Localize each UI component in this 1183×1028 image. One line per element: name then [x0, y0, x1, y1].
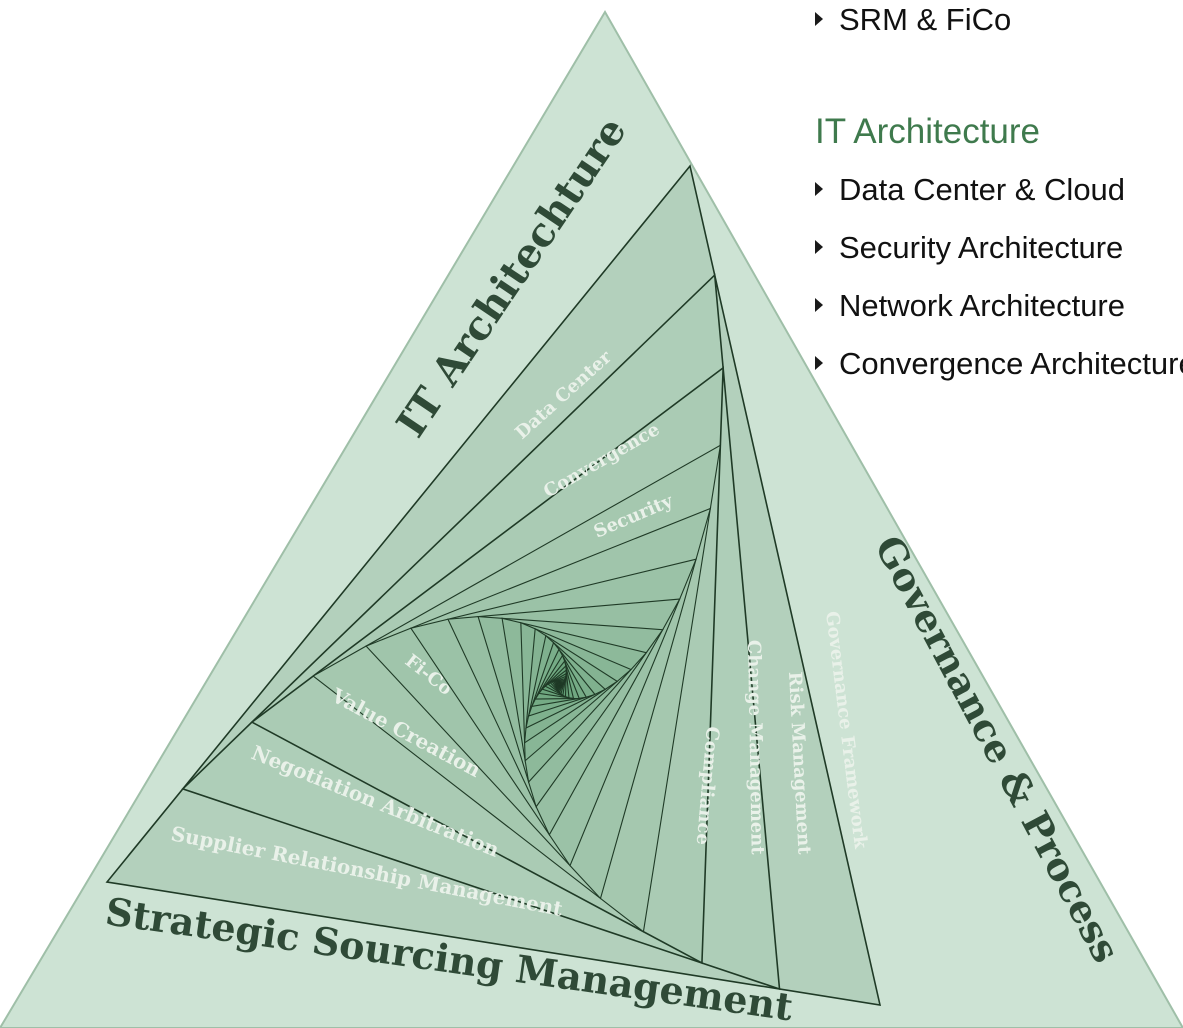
list-item-label: Network Architecture — [839, 288, 1125, 323]
list-item-label: Security Architecture — [839, 230, 1124, 265]
list-item-data-center: Data Center & Cloud — [815, 174, 1125, 205]
list-item-srm-fico: SRM & FiCo — [815, 4, 1011, 35]
list-item-network: Network Architecture — [815, 290, 1125, 321]
triangle-bullet-icon — [815, 182, 823, 196]
section-heading-it-architecture: IT Architecture — [815, 112, 1041, 151]
list-item-convergence: Convergence Architecture — [815, 348, 1183, 379]
spiral-bands — [105, 164, 882, 1006]
list-item-security: Security Architecture — [815, 232, 1123, 263]
spiral-layer — [557, 682, 561, 686]
band-label-change-management: Change Management — [743, 640, 768, 856]
list-item-label: SRM & FiCo — [839, 2, 1012, 37]
triangle-bullet-icon — [815, 356, 823, 370]
list-item-label: Data Center & Cloud — [839, 172, 1126, 207]
topic-list: SRM & FiCo IT Architecture Data Center &… — [815, 0, 1183, 400]
triangle-bullet-icon — [815, 240, 823, 254]
list-item-label: Convergence Architecture — [839, 346, 1183, 381]
triangle-bullet-icon — [815, 298, 823, 312]
triangle-bullet-icon — [815, 12, 823, 26]
